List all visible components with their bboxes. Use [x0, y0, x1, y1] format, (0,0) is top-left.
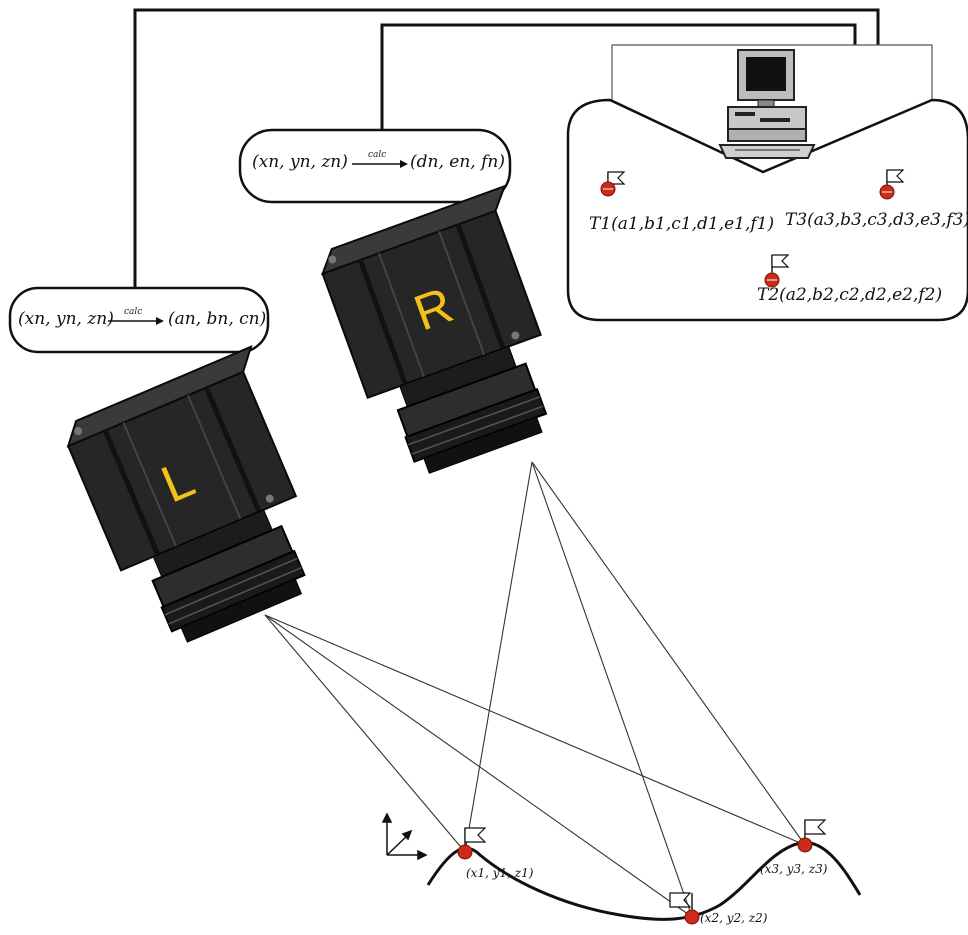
- left-camera: L: [66, 345, 306, 643]
- surface-marker-3: [797, 819, 827, 853]
- surface-curve: [426, 841, 862, 921]
- left-box-calc-label: calc: [124, 307, 143, 317]
- left-camera-cable: [133, 8, 880, 288]
- target-marker-t3: [879, 169, 905, 200]
- left-box-input: (xn, yn, zn): [18, 309, 114, 329]
- target-label-t3: T3(a3,b3,c3,d3,e3,f3): [785, 210, 968, 230]
- surface-marker-1: [457, 827, 487, 860]
- left-box-output: (an, bn, cn): [168, 309, 267, 329]
- right-box-input: (xn, yn, zn): [252, 152, 348, 172]
- point-label-1: (x1, y1, z1): [466, 866, 534, 880]
- target-label-t2: T2(a2,b2,c2,d2,e2,f2): [757, 285, 943, 305]
- target-marker-t2: [764, 254, 790, 288]
- surface-marker-2: [669, 892, 700, 925]
- computer-icon: [718, 49, 816, 159]
- point-label-2: (x2, y2, z2): [700, 911, 768, 925]
- right-calc-box: [238, 128, 512, 204]
- right-box-output: (dn, en, fn): [410, 152, 505, 172]
- target-label-t1: T1(a1,b1,c1,d1,e1,f1): [589, 214, 775, 234]
- right-camera-cable: [380, 23, 857, 130]
- target-marker-t1: [600, 171, 626, 197]
- right-box-calc-label: calc: [368, 150, 387, 160]
- computer-panel: [566, 98, 968, 322]
- coordinate-axes-icon: [381, 812, 428, 861]
- left-calc-box: [8, 286, 270, 354]
- sight-lines: [264, 461, 806, 918]
- right-camera: R: [320, 184, 548, 474]
- point-label-3: (x3, y3, z3): [760, 862, 828, 876]
